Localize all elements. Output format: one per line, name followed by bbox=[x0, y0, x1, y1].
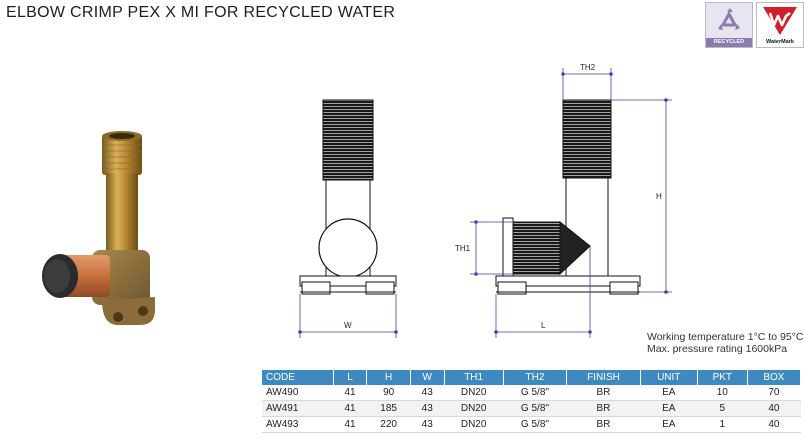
dim-th2-label: TH2 bbox=[580, 63, 596, 72]
technical-drawing: TH2 H TH1 W L bbox=[298, 63, 672, 338]
cell-finish: BR bbox=[566, 400, 641, 417]
col-pkt: PKT bbox=[697, 370, 748, 385]
cell-th2: G 5/8" bbox=[503, 416, 567, 433]
col-finish: FINISH bbox=[566, 370, 641, 385]
cell-unit: EA bbox=[640, 400, 698, 417]
col-box: BOX bbox=[747, 370, 802, 385]
col-th2: TH2 bbox=[503, 370, 568, 385]
side-view bbox=[495, 99, 641, 295]
recycled-water-caption: RECYCLED WATER bbox=[706, 38, 752, 54]
cell-unit: EA bbox=[640, 385, 698, 401]
cell-pkt: 1 bbox=[697, 416, 748, 433]
cell-code: AW491 bbox=[262, 400, 334, 417]
col-l: L bbox=[333, 370, 368, 385]
page-title: ELBOW CRIMP PEX X MI FOR RECYCLED WATER bbox=[6, 4, 396, 21]
col-unit: UNIT bbox=[640, 370, 698, 385]
cell-l: 41 bbox=[333, 416, 367, 433]
watermark-caption: WaterMark bbox=[766, 39, 794, 45]
col-code: CODE bbox=[262, 370, 334, 385]
table-header-row: CODE L H W TH1 TH2 FINISH UNIT PKT BOX bbox=[262, 370, 802, 385]
dim-th1-label: TH1 bbox=[455, 244, 471, 253]
cell-h: 90 bbox=[366, 385, 411, 401]
product-table: CODE L H W TH1 TH2 FINISH UNIT PKT BOX A… bbox=[262, 370, 802, 433]
watermark-icon bbox=[763, 7, 797, 35]
recycle-icon bbox=[706, 3, 752, 38]
cell-th2: G 5/8" bbox=[503, 400, 567, 417]
table-row: AW493 41 220 43 DN20 G 5/8" BR EA 1 40 bbox=[262, 416, 801, 433]
cell-h: 185 bbox=[366, 400, 411, 417]
cell-pkt: 5 bbox=[697, 400, 748, 417]
cell-box: 40 bbox=[747, 400, 801, 417]
cell-th1: DN20 bbox=[444, 416, 504, 433]
front-view bbox=[299, 99, 397, 295]
table-row: AW490 41 90 43 DN20 G 5/8" BR EA 10 70 bbox=[262, 385, 801, 401]
cell-finish: BR bbox=[566, 416, 641, 433]
col-w: W bbox=[410, 370, 445, 385]
cell-box: 70 bbox=[747, 385, 801, 401]
cell-l: 41 bbox=[333, 385, 367, 401]
watermark-logo: WaterMark bbox=[756, 2, 804, 48]
cell-h: 220 bbox=[366, 416, 411, 433]
cell-l: 41 bbox=[333, 400, 367, 417]
cell-unit: EA bbox=[640, 416, 698, 433]
cell-finish: BR bbox=[566, 385, 641, 401]
cell-box: 40 bbox=[747, 416, 801, 433]
cell-pkt: 10 bbox=[697, 385, 748, 401]
cell-code: AW490 bbox=[262, 385, 334, 401]
spec-notes: Working temperature 1°C to 95°C Max. pre… bbox=[647, 331, 803, 355]
recycled-water-logo: RECYCLED WATER bbox=[705, 2, 753, 54]
product-photo bbox=[42, 131, 155, 325]
cell-th1: DN20 bbox=[444, 385, 504, 401]
cell-th1: DN20 bbox=[444, 400, 504, 417]
cell-w: 43 bbox=[410, 416, 445, 433]
working-temperature: Working temperature 1°C to 95°C bbox=[647, 331, 804, 343]
max-pressure: Max. pressure rating 1600kPa bbox=[647, 343, 788, 355]
col-th1: TH1 bbox=[444, 370, 504, 385]
cell-w: 43 bbox=[410, 400, 445, 417]
dim-l-label: L bbox=[541, 321, 546, 330]
col-h: H bbox=[366, 370, 411, 385]
dim-h-label: H bbox=[656, 192, 662, 201]
cell-th2: G 5/8" bbox=[503, 385, 567, 401]
table-row: AW491 41 185 43 DN20 G 5/8" BR EA 5 40 bbox=[262, 400, 801, 417]
dim-w-label: W bbox=[344, 321, 352, 330]
cell-w: 43 bbox=[410, 385, 445, 401]
cell-code: AW493 bbox=[262, 416, 334, 433]
